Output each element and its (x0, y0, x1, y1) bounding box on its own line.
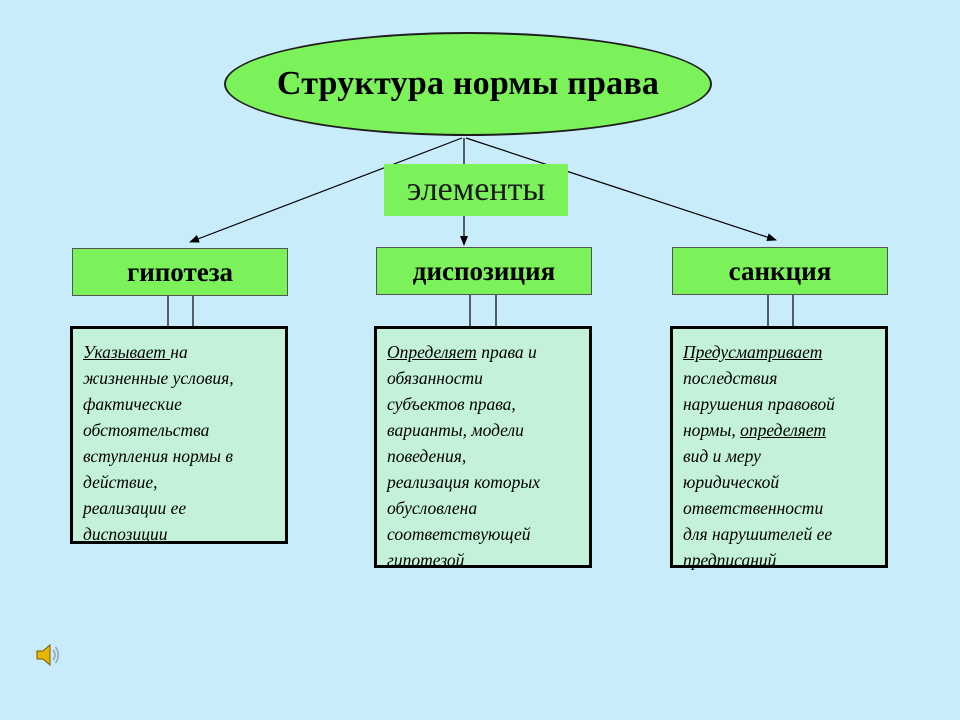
description-text: на (170, 342, 188, 362)
description-text: нарушения правовой (683, 394, 835, 414)
description-text: реализация которых (387, 472, 541, 492)
description-line: фактические (83, 391, 277, 417)
description-line: Указывает на (83, 339, 277, 365)
description-hypothesis: Указывает на жизненные условия, фактически… (70, 326, 288, 544)
description-line: последствия (683, 365, 877, 391)
description-text: варианты, модели (387, 420, 524, 440)
description-line: субъектов права, (387, 391, 581, 417)
description-keyword: Определяет (387, 342, 477, 362)
description-line: для нарушителей ее (683, 521, 877, 547)
description-line: жизненные условия, (83, 365, 277, 391)
elements-label: элементы (384, 164, 568, 216)
description-text: действие, (83, 472, 158, 492)
description-text: предписаний (683, 550, 777, 570)
description-line: Предусматривает (683, 339, 877, 365)
description-line: обстоятельства (83, 417, 277, 443)
description-text: фактические (83, 394, 182, 414)
description-keyword: Указывает (83, 342, 171, 362)
description-text: диспозиции (83, 524, 168, 544)
description-text: гипотезой (387, 550, 465, 570)
description-keyword: Предусматривает (683, 342, 823, 362)
description-line: диспозиции (83, 521, 277, 547)
description-text: ответственности (683, 498, 824, 518)
description-text: нормы, (683, 420, 741, 440)
description-line: гипотезой (387, 547, 581, 573)
description-line: предписаний (683, 547, 877, 573)
description-text: реализации ее (83, 498, 187, 518)
description-disposition: Определяет права и обязанности субъектов п… (374, 326, 592, 570)
arrow-to-hypothesis (189, 137, 463, 243)
description-line: юридической (683, 469, 877, 495)
description-line: реализации ее (83, 495, 277, 521)
description-line: обязанности (387, 365, 581, 391)
category-disposition: диспозиция (376, 247, 592, 295)
page-title: Структура нормы права (276, 65, 660, 102)
description-text: обязанности (387, 368, 483, 388)
description-text: последствия (683, 368, 778, 388)
speaker-icon[interactable] (33, 640, 63, 670)
description-line: реализация которых (387, 469, 581, 495)
description-sanction: Предусматривает последствия нарушения прав… (670, 326, 888, 570)
description-text: субъектов права, (387, 394, 516, 414)
category-sanction: санкция (672, 247, 888, 295)
description-text: обусловлена (387, 498, 478, 518)
description-line: действие, (83, 469, 277, 495)
description-text: вступления нормы в (83, 446, 233, 466)
description-keyword: определяет (740, 420, 827, 440)
description-line: поведения, (387, 443, 581, 469)
description-text: права и (476, 342, 537, 362)
description-text: для нарушителей ее (683, 524, 833, 544)
description-text: поведения, (387, 446, 467, 466)
description-line: варианты, модели (387, 417, 581, 443)
arrow-to-sanction (465, 137, 777, 241)
description-line: вид и меру (683, 443, 877, 469)
description-text: соответствующей (387, 524, 531, 544)
description-line: ответственности (683, 495, 877, 521)
description-line: вступления нормы в (83, 443, 277, 469)
description-text: обстоятельства (83, 420, 210, 440)
description-line: соответствующей (387, 521, 581, 547)
description-line: нарушения правовой (683, 391, 877, 417)
description-text: жизненные условия, (83, 368, 234, 388)
description-line: обусловлена (387, 495, 581, 521)
title-ellipse: Структура нормы права (224, 32, 712, 136)
description-line: нормы, определяет (683, 417, 877, 443)
description-text: юридической (683, 472, 780, 492)
category-hypothesis: гипотеза (72, 248, 288, 296)
description-line: Определяет права и (387, 339, 581, 365)
description-text: вид и меру (683, 446, 761, 466)
